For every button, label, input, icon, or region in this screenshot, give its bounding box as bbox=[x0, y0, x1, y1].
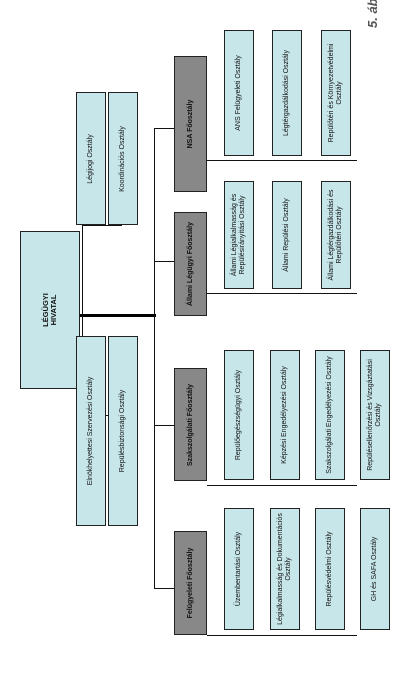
unit-label: ANS Felügyeleti Osztály bbox=[235, 55, 242, 131]
dept-felugyeleti: Felügyeleti Főosztály bbox=[174, 531, 207, 635]
staff-unit-label: Repülésbiztonsági Osztály bbox=[119, 389, 126, 473]
szakszolgalati-branch-line bbox=[154, 425, 174, 426]
dept-allami: Állami Légügyi Főosztály bbox=[174, 212, 207, 316]
dept-nsa: NSA Főosztály bbox=[174, 56, 207, 192]
unit-label: Üzembentartási Osztály bbox=[235, 531, 242, 607]
nsa-branch-line bbox=[154, 128, 174, 129]
dept-label: Állami Légügyi Főosztály bbox=[186, 222, 194, 307]
dept-label: Szakszolgálati Főosztály bbox=[186, 383, 194, 466]
unit-label: Állami Repülési Osztály bbox=[283, 198, 290, 272]
figure-label: 5. ábra bbox=[365, 0, 380, 28]
szakszolgalati-unit-bus bbox=[207, 485, 357, 486]
unit-box: Repülésellenőrzési és Vizsgáztatási Oszt… bbox=[360, 350, 390, 480]
unit-box: Légialkalmasság és Dokumentációs Osztály bbox=[270, 508, 300, 630]
unit-box: Üzembentartási Osztály bbox=[224, 508, 254, 630]
dept-label: Felügyeleti Főosztály bbox=[186, 547, 194, 619]
unit-box: Repülőtéri és Környezetvédelmi Osztály bbox=[321, 30, 351, 156]
unit-box: Légtérgazdálkodási Osztály bbox=[272, 30, 302, 156]
unit-box: ANS Felügyeleti Osztály bbox=[224, 30, 254, 156]
unit-label: Képzési Engedélyezési Osztály bbox=[281, 366, 288, 464]
unit-label: GH és SAFA Osztály bbox=[371, 536, 378, 602]
staff-unit-label: Légijogi Osztály bbox=[87, 133, 94, 184]
unit-box: Állami Légtérgazdálkodási és Repülőtéri … bbox=[321, 181, 351, 289]
staff-unit-label: Elnökhelyettesi Szervezési Osztály bbox=[87, 376, 94, 486]
unit-box: Repülésvédelmi Osztály bbox=[315, 508, 345, 630]
unit-label: Szakszolgálati Engedélyezési Osztály bbox=[326, 356, 333, 474]
unit-label: Repülőtéri és Környezetvédelmi Osztály bbox=[328, 43, 343, 143]
unit-box: Képzési Engedélyezési Osztály bbox=[270, 350, 300, 480]
unit-box: Állami Repülési Osztály bbox=[272, 181, 302, 289]
dept-trunk-line bbox=[154, 128, 155, 588]
unit-label: Légialkalmasság és Dokumentációs Osztály bbox=[277, 513, 292, 625]
dept-label: NSA Főosztály bbox=[186, 99, 194, 149]
unit-label: Repülőegészségügyi Osztály bbox=[235, 369, 242, 461]
staff-unit-label: Koordinációs Osztály bbox=[119, 125, 126, 192]
main-horizontal-connector bbox=[80, 314, 156, 317]
root-label: LÉGÜGYI HIVATAL bbox=[41, 293, 58, 327]
unit-label: Repülésvédelmi Osztály bbox=[326, 531, 333, 607]
felugyeleti-branch-line bbox=[154, 588, 174, 589]
dept-szakszolgalati: Szakszolgálati Főosztály bbox=[174, 368, 207, 481]
unit-label: Légtérgazdálkodási Osztály bbox=[283, 50, 290, 136]
unit-label: Repülésellenőrzési és Vizsgáztatási Oszt… bbox=[367, 359, 382, 471]
nsa-unit-bus bbox=[207, 160, 357, 161]
root-box: LÉGÜGYI HIVATAL bbox=[20, 231, 80, 389]
allami-branch-line bbox=[154, 261, 174, 262]
unit-box: Állami Légialkalmasság és Repülésirányít… bbox=[224, 181, 254, 289]
unit-label: Állami Légtérgazdálkodási és Repülőtéri … bbox=[328, 189, 343, 281]
staff-trunk-line bbox=[82, 225, 83, 415]
allami-unit-bus bbox=[207, 293, 357, 294]
unit-box: Szakszolgálati Engedélyezési Osztály bbox=[315, 350, 345, 480]
staff-unit-koordinacios: Koordinációs Osztály bbox=[108, 92, 138, 225]
staff-top-connector bbox=[82, 225, 122, 226]
unit-box: Repülőegészségügyi Osztály bbox=[224, 350, 254, 480]
felugyeleti-unit-bus bbox=[207, 635, 357, 636]
staff-unit-elnokhelyettesi: Elnökhelyettesi Szervezési Osztály bbox=[76, 336, 106, 526]
unit-box: GH és SAFA Osztály bbox=[360, 508, 390, 630]
unit-label: Állami Légialkalmasság és Repülésirányít… bbox=[231, 193, 246, 277]
staff-unit-repulesbiztonsagi: Repülésbiztonsági Osztály bbox=[108, 336, 138, 526]
staff-unit-legijogi: Légijogi Osztály bbox=[76, 92, 106, 225]
